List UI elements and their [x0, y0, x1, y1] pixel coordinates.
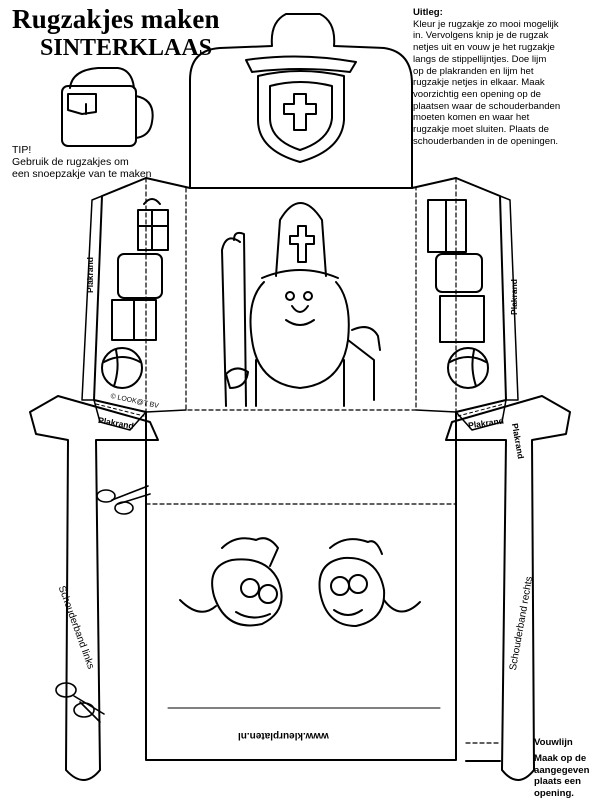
shoulder-strap-left: [29, 395, 159, 781]
piet-figure: [179, 537, 283, 627]
instructions-line: langs de stippellijntjes. Doe lijm: [413, 53, 547, 65]
bottom-panel: [145, 411, 457, 761]
sinterklaas-figure: [221, 202, 381, 407]
piet-figure: [318, 538, 421, 627]
tip-heading: TIP!: [12, 144, 32, 156]
ball-icon: [101, 347, 489, 389]
scissors-icon: [55, 682, 105, 723]
gift-stack-icon: [111, 198, 485, 343]
instructions-line: rugzakje netjes in elkaar. Maak: [413, 77, 545, 89]
legend-cut-line: opening.: [534, 787, 574, 799]
shield-cross-icon: [245, 55, 357, 163]
instructions-block: Uitleg: Kleur je rugzakje zo mooi mogeli…: [413, 7, 598, 147]
legend-cut-line: Maak op de: [534, 753, 587, 764]
legend-cut: Maak op de aangegeven plaats een opening…: [534, 753, 589, 799]
instructions-line: rugzakje moet sluiten. Plaats de: [413, 124, 549, 136]
backpack-icon: [61, 67, 154, 147]
instructions-heading: Uitleg:: [413, 7, 443, 18]
instructions-line: moeten komen en waar het: [413, 112, 530, 124]
plakrand-label-left: Plakrand: [84, 257, 95, 293]
instructions-line: Kleur je rugzakje zo mooi mogelijk: [413, 18, 559, 30]
legend-cut-line: aangegeven: [534, 764, 590, 776]
instructions-line: voorzichtig een opening op de: [413, 88, 542, 100]
instructions-line: plaatsen waar de schouderbanden: [413, 100, 561, 112]
instructions-line: op de plakranden en lijm het: [413, 65, 534, 77]
page-subtitle: SINTERKLAAS: [40, 35, 213, 61]
tip-line-1: Gebruik de rugzakjes om: [12, 156, 129, 168]
tip-block: TIP! Gebruik de rugzakjes om een snoepza…: [12, 144, 172, 180]
shoulder-strap-right: [445, 395, 571, 781]
page-title: Rugzakjes maken: [12, 4, 220, 34]
legend-cut-line: plaats een: [534, 776, 581, 787]
tip-line-2: een snoepzakje van te maken: [12, 168, 152, 180]
website-label: www.kleurplaten.nl: [238, 730, 329, 741]
instructions-line: netjes uit en vouw je het rugzakje: [413, 42, 555, 54]
instructions-line: in. Vervolgens knip je de rugzak: [413, 30, 549, 42]
front-panel: [81, 177, 519, 431]
instructions-line: schouderbanden in de openingen.: [413, 135, 559, 147]
scissors-icon: [96, 485, 151, 515]
top-flap: [189, 13, 413, 189]
legend-fold-label: Vouwlijn: [534, 737, 573, 748]
legend-fold: Vouwlijn: [534, 737, 573, 749]
plakrand-label-right: Plakrand: [508, 279, 519, 315]
